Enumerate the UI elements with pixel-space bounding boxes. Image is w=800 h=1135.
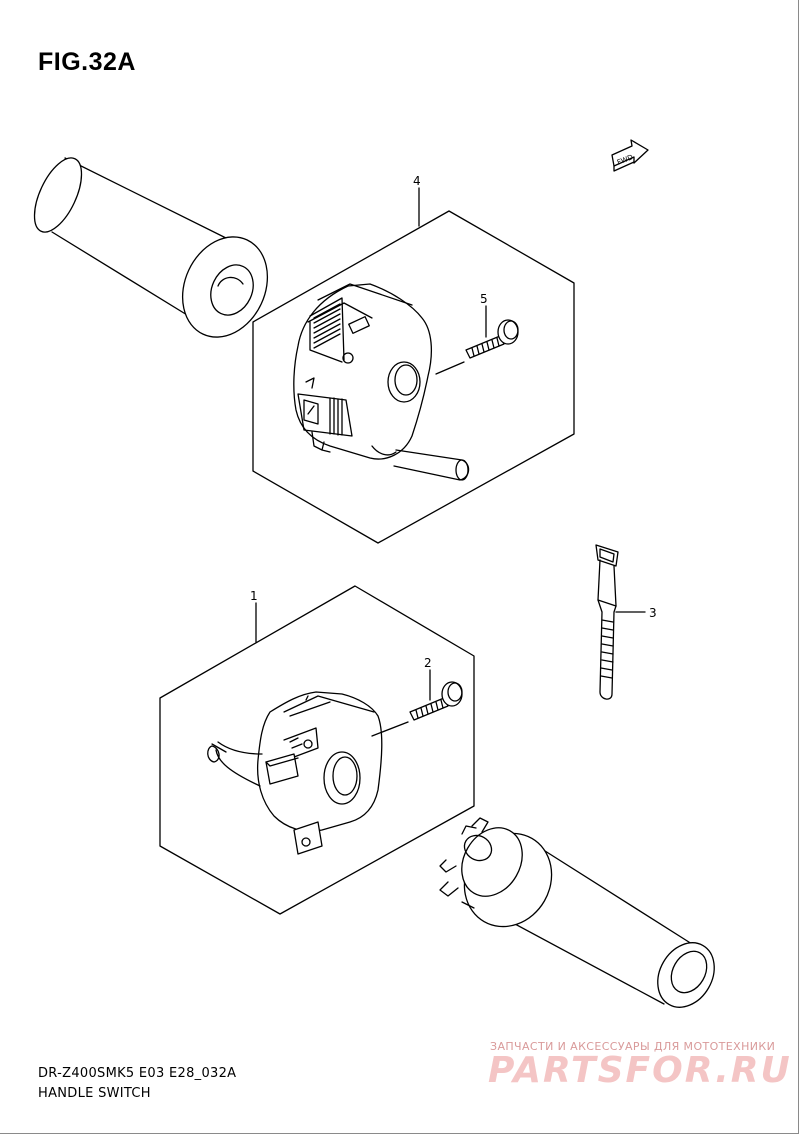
watermark-caption: ЗАПЧАСТИ И АКСЕССУАРЫ ДЛЯ МОТОТЕХНИКИ [490,1040,776,1053]
svg-text:3: 3 [649,606,657,620]
watermark-logo: PARTSFOR.RU [488,1050,792,1091]
callout-5: 5 [480,292,488,338]
callout-3: 3 [615,606,657,620]
cable-tie[interactable] [595,544,619,700]
right-switch-screw[interactable] [465,319,519,359]
left-handle-grip[interactable] [25,151,283,351]
svg-text:1: 1 [250,589,258,603]
forward-arrow-icon: FWD [611,139,649,172]
callout-1: 1 [250,589,258,643]
model-code: DR-Z400SMK5 E03 E28_032A [38,1066,237,1081]
section-name: HANDLE SWITCH [38,1086,151,1101]
svg-text:2: 2 [424,656,432,670]
right-switch-box [252,210,575,544]
svg-text:4: 4 [413,174,421,188]
left-switch-box [159,585,475,915]
callout-4: 4 [413,174,421,227]
throttle-grip[interactable] [439,817,726,1018]
left-handle-switch[interactable] [207,691,409,855]
right-handle-switch[interactable] [293,283,470,481]
left-switch-screw[interactable] [409,681,463,721]
callout-2: 2 [424,656,432,701]
figure-title: FIG.32A [38,48,136,76]
svg-text:5: 5 [480,292,488,306]
